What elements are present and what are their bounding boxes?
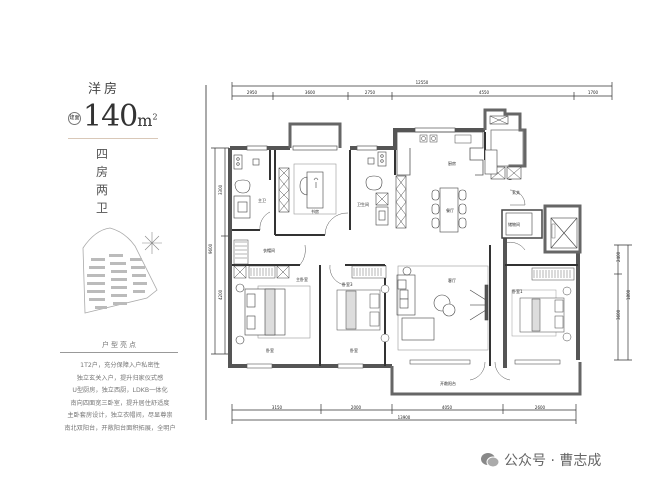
feature-line: U型厨房，独立西厨，LDKB一体化 (72, 387, 168, 395)
feature-line: 南向四面宽三卧室，提升居住舒适度 (70, 399, 170, 407)
svg-text:4050: 4050 (442, 405, 453, 410)
top-dimensions (231, 82, 613, 100)
room-label-storage: 储物间 (508, 221, 520, 227)
svg-text:2600: 2600 (535, 405, 546, 410)
feature-line: 独立玄关入户，提升归家仪式感 (76, 374, 164, 382)
svg-text:9600: 9600 (208, 243, 213, 254)
svg-text:3300: 3300 (218, 184, 223, 195)
feature-title: 户型亮点 (102, 341, 138, 349)
room-label-kitchen: 厨房 (448, 160, 456, 166)
area-badge-icon: 建面 (68, 111, 81, 125)
svg-text:2400: 2400 (616, 251, 621, 262)
room-label-bedroom-2: 卧室 (350, 347, 358, 353)
svg-text:1800: 1800 (626, 289, 631, 300)
svg-text:13900: 13900 (398, 415, 411, 420)
svg-text:4550: 4550 (479, 90, 490, 95)
room-label-guest-bath: 卫生间 (357, 201, 369, 207)
divider (60, 352, 178, 353)
site-plan-icon (82, 227, 162, 314)
room-label-entry: 玄关 (512, 189, 520, 195)
dining-table (431, 187, 467, 233)
room-label-balcony: 开敞阳台 (440, 380, 456, 386)
feature-line: 主卧套房设计，独立衣帽间，尽显尊崇 (67, 412, 173, 420)
svg-text:3600: 3600 (305, 90, 316, 95)
room-count-vertical: 四 房 两 卫 (96, 147, 109, 215)
area-unit: m2 (137, 111, 158, 130)
room-label-master-closet: 主卧室 (296, 276, 308, 282)
dim-top-total: 12550 (416, 80, 429, 85)
wechat-icon (480, 452, 500, 468)
svg-text:1700: 1700 (588, 90, 599, 95)
living-furniture (396, 265, 489, 351)
svg-text:2000: 2000 (351, 405, 362, 410)
room-label-master-bath: 主卫 (258, 197, 266, 203)
unit-type-title: 洋房 (88, 82, 121, 97)
room-label-dining: 餐厅 (446, 207, 454, 213)
svg-text:2750: 2750 (365, 90, 376, 95)
room-label-bedroom-3: 卧室3 (342, 281, 353, 287)
room-label-bedroom-1: 卧室1 (512, 288, 523, 294)
master-bed (235, 283, 311, 345)
svg-text:3600: 3600 (616, 309, 621, 320)
svg-text:2950: 2950 (247, 90, 258, 95)
room-label-living: 客厅 (448, 277, 456, 283)
area-value: 140 (83, 99, 138, 134)
watermark: 公众号 · 曹志成 (480, 450, 601, 470)
watermark-text: 公众号 · 曹志成 (504, 453, 602, 469)
svg-text:4200: 4200 (218, 289, 223, 300)
svg-text:3150: 3150 (272, 405, 283, 410)
room-label-master-bedroom: 卧室 (266, 347, 274, 353)
feature-list: 1T2户，充分保障入户私密性 独立玄关入户，提升归家仪式感 U型厨房，独立西厨，… (60, 360, 180, 436)
feature-line: 南北双阳台，开敞阳台面积拓展，全明户 (64, 424, 176, 432)
room-label-walk-in-closet: 衣帽间 (263, 247, 275, 253)
room-label-study: 书房 (311, 208, 319, 214)
feature-line: 1T2户，充分保障入户私密性 (80, 362, 160, 369)
